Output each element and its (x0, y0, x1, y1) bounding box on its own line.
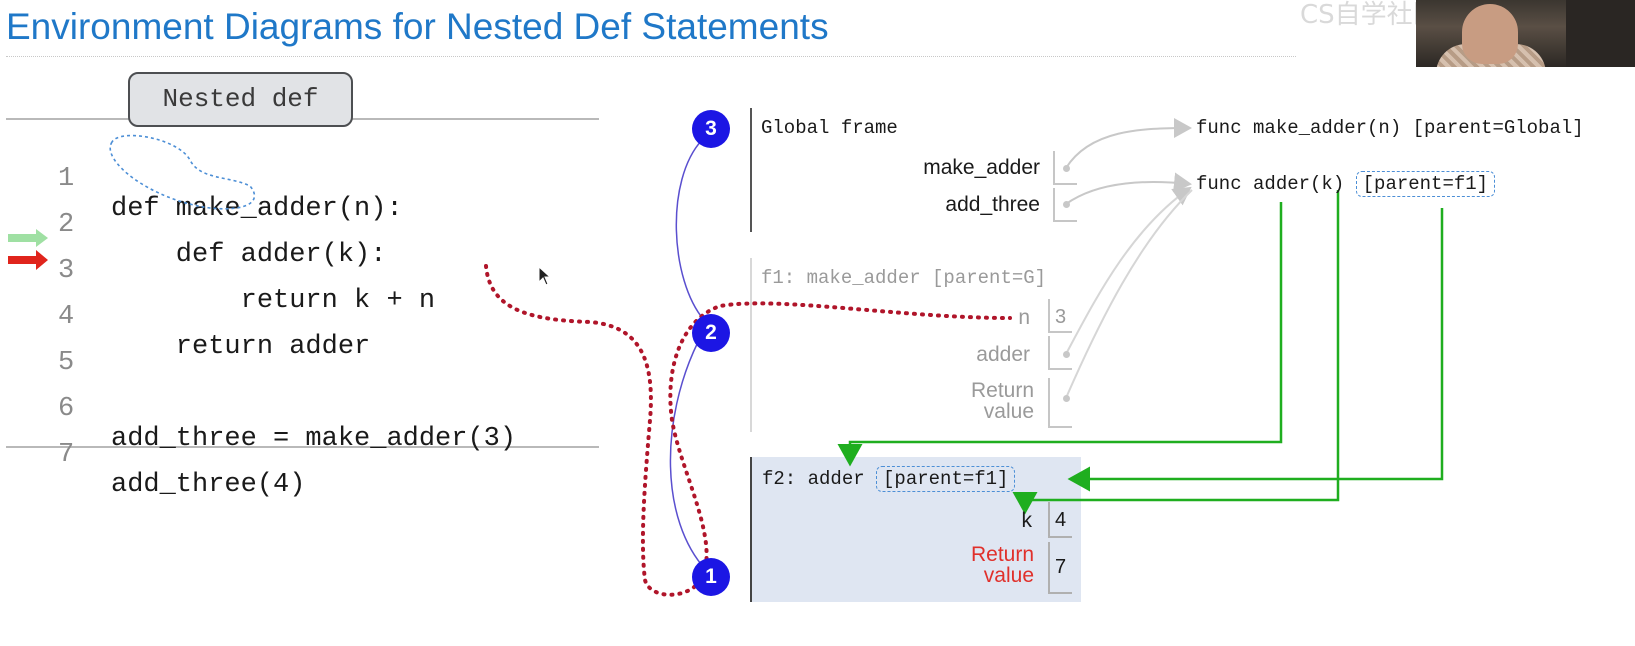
pointer-dot (1063, 351, 1070, 358)
f2-cell-k (1048, 502, 1072, 538)
pointer-dot (1063, 395, 1070, 402)
global-var-make-adder: make_adder (923, 156, 1040, 179)
f1-var-adder: adder (976, 343, 1030, 366)
code-text: add_three = make_adder(3) (111, 424, 517, 454)
f2-frame-label: f2: adder [parent=f1] (762, 466, 1016, 492)
line-number: 5 (58, 348, 75, 378)
adder-pointer (1065, 186, 1192, 355)
f1-cell-return-value (1048, 378, 1072, 428)
nested-def-highlight (109, 134, 256, 210)
line-number: 3 (58, 256, 75, 286)
step-badge-2: 2 (692, 314, 730, 352)
code-line-6: 6 add_three = make_adder(3) (0, 364, 600, 454)
title-divider (6, 56, 1296, 57)
code-bottom-rule (6, 446, 599, 448)
f1-cell-adder (1048, 336, 1072, 370)
global-var-add-three: add_three (945, 193, 1040, 216)
code-line-7: 7 add_three(4) (0, 410, 600, 500)
line-number: 1 (58, 164, 75, 194)
execution-trace (484, 264, 1012, 597)
green-pointer-parent (1067, 208, 1444, 492)
f2-var-k: k (1021, 509, 1033, 532)
pointer-dot (1063, 201, 1070, 208)
badge-connector-lower (669, 341, 707, 571)
line-number: 2 (58, 210, 75, 240)
global-frame-label: Global frame (761, 117, 898, 139)
slide-title: Environment Diagrams for Nested Def Stat… (6, 6, 829, 47)
code-text: return k + n (111, 286, 436, 316)
line-number: 4 (58, 302, 75, 332)
code-line-1: 1 def make_adder(n): (0, 134, 600, 224)
nested-def-callout: Nested def (128, 72, 353, 127)
f1-cell-n (1048, 299, 1072, 333)
func-adder-signature: func adder(k) (1196, 173, 1345, 195)
webcam-background (1566, 0, 1635, 67)
next-line-arrow-icon (8, 250, 48, 270)
global-cell-make-adder (1053, 151, 1077, 185)
f2-value-k: 4 (1055, 509, 1067, 531)
presenter-webcam (1416, 0, 1635, 67)
f1-frame-label: f1: make_adder [parent=G] (761, 267, 1047, 289)
f1-var-n: n (1018, 306, 1030, 329)
code-text: return adder (111, 332, 371, 362)
global-cell-add-three (1053, 188, 1077, 222)
func-make-adder: func make_adder(n) [parent=Global] (1196, 117, 1584, 139)
f1-var-return-value: Return value (970, 379, 1034, 423)
badge-connector-upper (675, 139, 705, 321)
code-text: def adder(k): (111, 240, 387, 270)
f2-var-return-value: Return value (970, 543, 1034, 587)
f2-parent-box: [parent=f1] (876, 466, 1016, 492)
f2-value-return: 7 (1055, 556, 1067, 578)
make-adder-pointer (1065, 118, 1192, 169)
f2-cell-return-value (1048, 542, 1072, 594)
code-line-3: 3 return k + n (0, 226, 600, 316)
f2-frame-background (750, 457, 1081, 602)
pointer-dot (1063, 165, 1070, 172)
code-text: def make_adder(n): (111, 194, 403, 224)
f2-frame-name: f2: adder (762, 468, 865, 490)
code-text: add_three(4) (111, 470, 306, 500)
step-badge-1: 1 (692, 558, 730, 596)
line-number: 6 (58, 394, 75, 424)
func-adder-parent-box: [parent=f1] (1355, 171, 1496, 197)
step-badge-3: 3 (692, 110, 730, 148)
mouse-cursor-icon (538, 266, 552, 286)
code-line-4: 4 return adder (0, 272, 600, 362)
presenter-head (1462, 4, 1518, 64)
return-value-pointer (1065, 189, 1193, 399)
func-adder: func adder(k) [parent=f1] (1196, 171, 1496, 197)
previous-line-arrow-icon (8, 229, 48, 247)
add-three-pointer (1065, 172, 1192, 205)
green-pointer-k (1012, 190, 1340, 515)
code-line-5: 5 (0, 318, 600, 378)
f1-value-n: 3 (1055, 306, 1067, 328)
code-line-2: 2 def adder(k): (0, 180, 600, 270)
line-number: 7 (58, 440, 75, 470)
green-pointer-f2 (837, 202, 1283, 467)
